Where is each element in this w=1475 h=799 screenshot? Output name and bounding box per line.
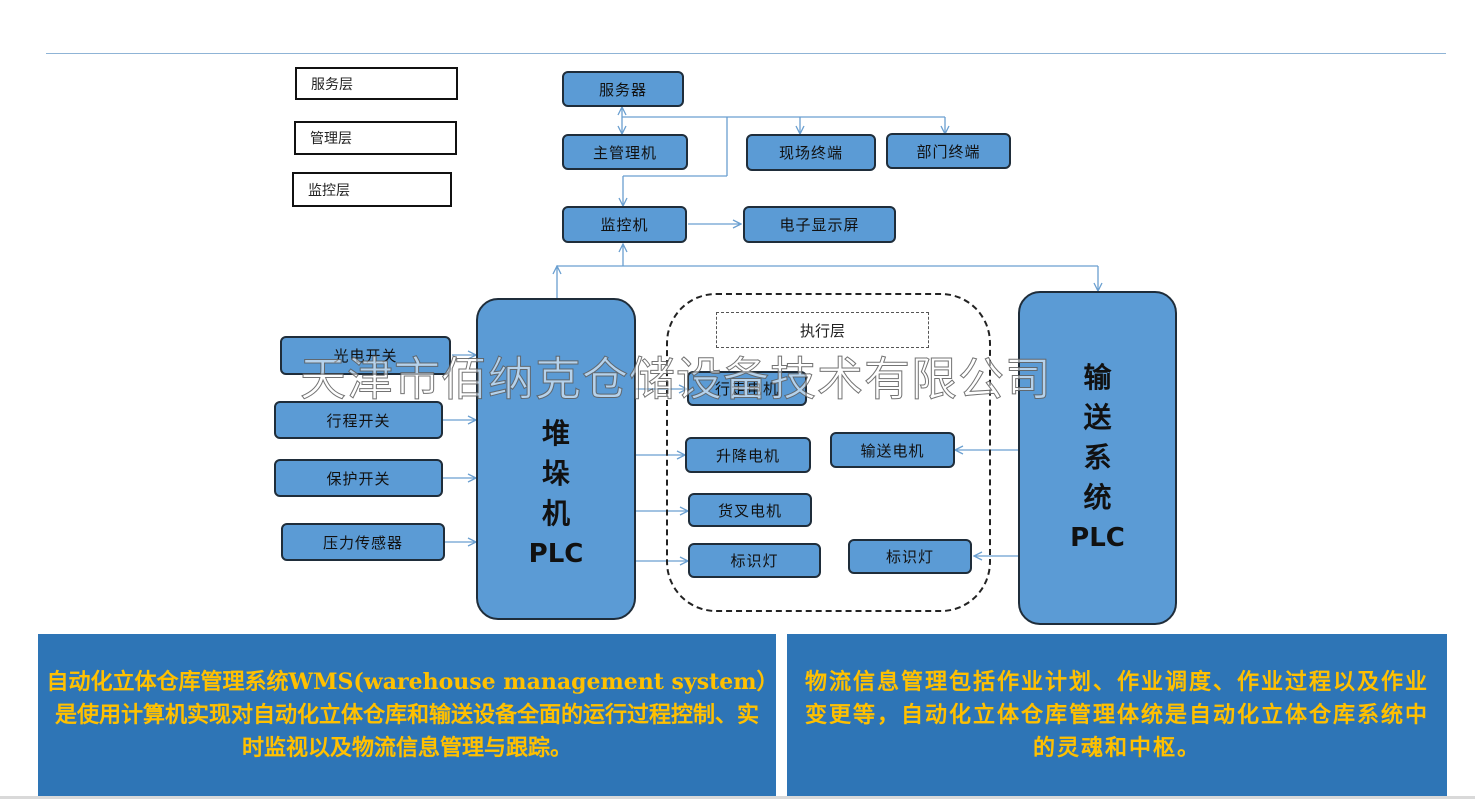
display-screen-node: 电子显示屏 [743,206,896,243]
description-panel-right: 物流信息管理包括作业计划、作业调度、作业过程以及作业变更等，自动化立体仓库管理体… [787,634,1447,796]
stacker-plc-char-2: 垛 [541,457,570,490]
stacker-plc-char-3: 机 [541,497,570,530]
indicator-right-node: 标识灯 [848,539,972,574]
dept-terminal-node: 部门终端 [886,133,1011,169]
lift-motor-node: 升降电机 [685,437,811,473]
execution-layer-label: 执行层 [716,312,929,348]
conveyor-plc-label: PLC [1070,523,1125,553]
layer-service: 服务层 [295,67,458,100]
field-terminal-node: 现场终端 [746,134,876,171]
fork-motor-node: 货叉电机 [688,493,812,527]
top-divider [46,53,1446,54]
server-node: 服务器 [562,71,684,107]
stacker-plc-char-1: 堆 [541,417,570,450]
layer-monitoring: 监控层 [292,172,452,207]
indicator-left-node: 标识灯 [688,543,821,578]
main-host-node: 主管理机 [562,134,688,170]
travel-switch-node: 行程开关 [274,401,443,439]
conveyor-plc-char-3: 系 [1083,441,1112,474]
convey-motor-node: 输送电机 [830,432,955,468]
conveyor-plc-char-2: 送 [1083,401,1112,434]
bottom-divider [0,796,1475,799]
monitor-host-node: 监控机 [562,206,687,243]
photo-switch-node: 光电开关 [280,336,451,375]
stacker-plc: 堆 垛 机 PLC [476,298,636,620]
execution-layer-boundary [666,293,991,612]
stacker-plc-label: PLC [528,539,584,569]
walk-motor-node: 行走电机 [687,371,807,406]
conveyor-plc-char-4: 统 [1083,481,1112,514]
conveyor-plc-char-1: 输 [1083,361,1112,394]
description-panel-left: 自动化立体仓库管理系统WMS(warehouse management syst… [38,634,776,796]
description-left-text: 自动化立体仓库管理系统WMS(warehouse management syst… [46,668,768,761]
description-right-text: 物流信息管理包括作业计划、作业调度、作业过程以及作业变更等，自动化立体仓库管理体… [804,668,1429,761]
conveyor-plc: 输 送 系 统 PLC [1018,291,1177,625]
pressure-sensor-node: 压力传感器 [281,523,445,561]
protect-switch-node: 保护开关 [274,459,443,497]
layer-management: 管理层 [294,121,457,155]
